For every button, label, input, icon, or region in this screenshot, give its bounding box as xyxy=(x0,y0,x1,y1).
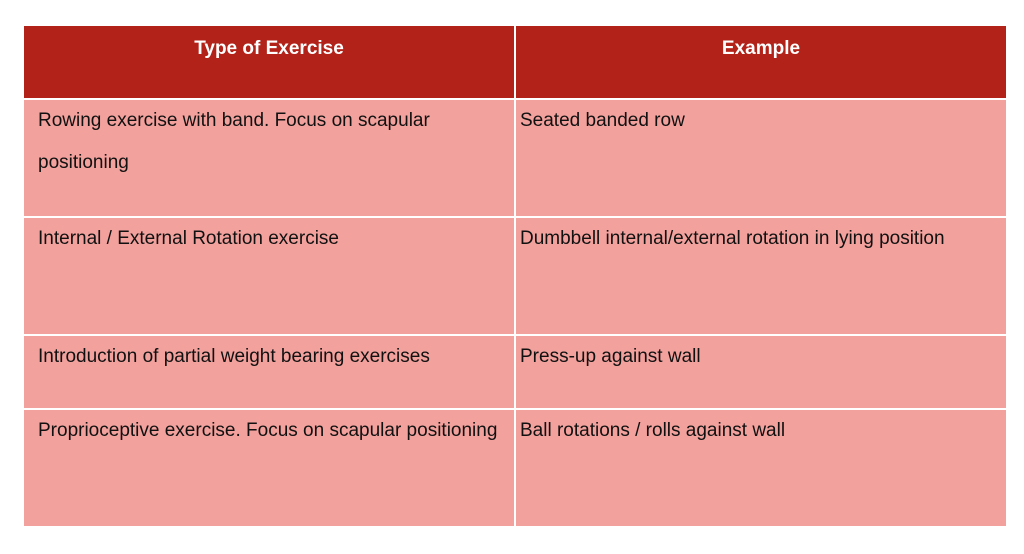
table-row: Internal / External Rotation exercise Du… xyxy=(22,216,1008,336)
header-row: Type of Exercise Example xyxy=(22,24,1008,100)
exercise-table: Type of Exercise Example Rowing exercise… xyxy=(22,24,1008,528)
table-row: Rowing exercise with band. Focus on scap… xyxy=(22,98,1008,218)
table-header: Type of Exercise Example xyxy=(22,24,1008,100)
table-row: Introduction of partial weight bearing e… xyxy=(22,334,1008,410)
exercise-type-cell: Introduction of partial weight bearing e… xyxy=(22,334,516,410)
table-body: Rowing exercise with band. Focus on scap… xyxy=(22,98,1008,528)
exercise-example-cell: Press-up against wall xyxy=(514,334,1008,410)
exercise-type-cell: Proprioceptive exercise. Focus on scapul… xyxy=(22,408,516,528)
table-row: Proprioceptive exercise. Focus on scapul… xyxy=(22,408,1008,528)
exercise-example-cell: Ball rotations / rolls against wall xyxy=(514,408,1008,528)
exercise-type-cell: Rowing exercise with band. Focus on scap… xyxy=(22,98,516,218)
exercise-example-cell: Dumbbell internal/external rotation in l… xyxy=(514,216,1008,336)
exercise-example-cell: Seated banded row xyxy=(514,98,1008,218)
exercise-type-cell: Internal / External Rotation exercise xyxy=(22,216,516,336)
header-type-of-exercise: Type of Exercise xyxy=(22,24,516,100)
header-example: Example xyxy=(514,24,1008,100)
